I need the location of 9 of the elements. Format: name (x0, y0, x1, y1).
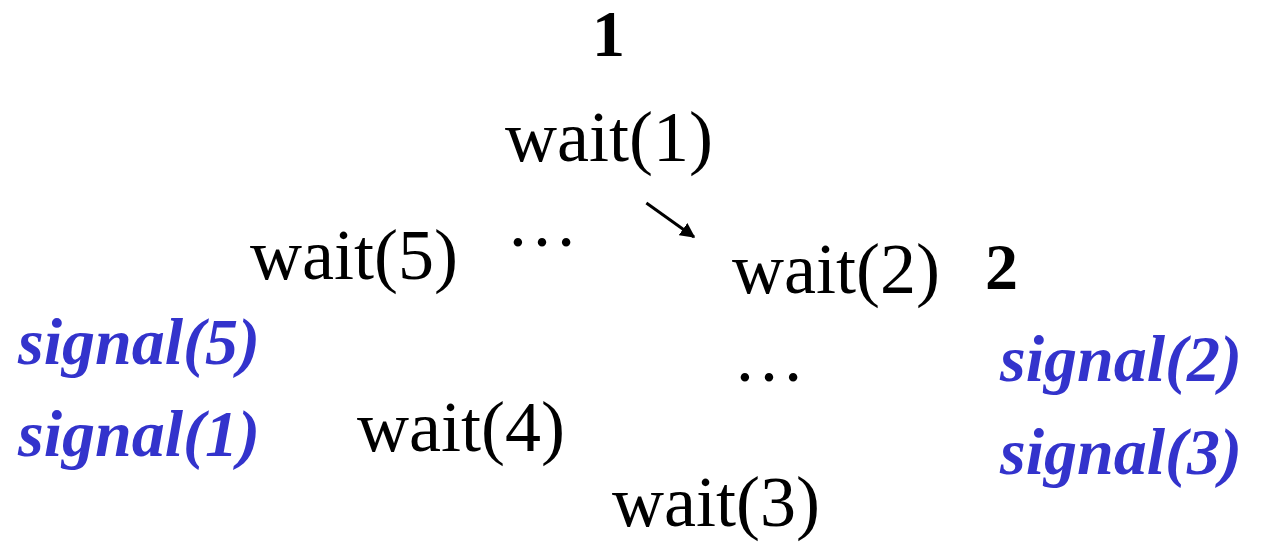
arrow (645, 201, 696, 239)
signal-label: signal(2) (1000, 326, 1243, 393)
signal-label: signal(3) (1000, 419, 1243, 486)
ellipsis: … (733, 320, 805, 393)
ellipsis: … (506, 185, 578, 258)
process-number: 2 (985, 234, 1018, 301)
process-number: 1 (592, 1, 625, 68)
signal-label: signal(1) (18, 401, 261, 468)
signal-label: signal(5) (18, 309, 261, 376)
